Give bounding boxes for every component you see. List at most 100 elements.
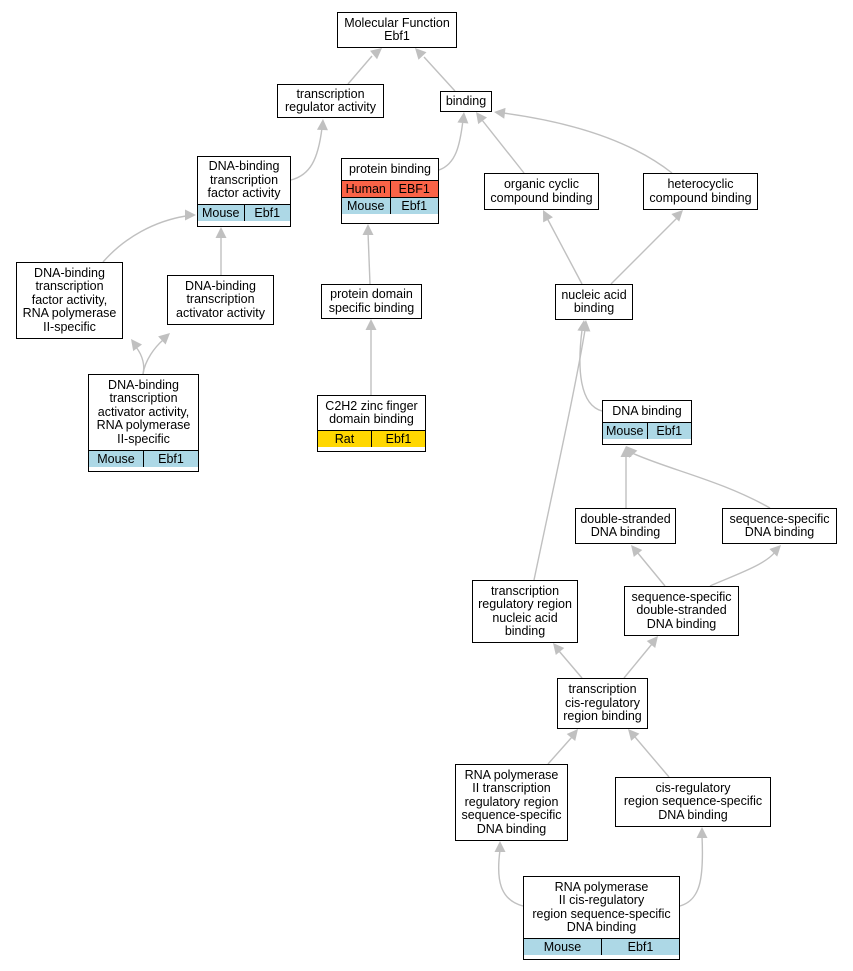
node-label: Molecular Function Ebf1: [344, 15, 450, 43]
node-dbtaa2[interactable]: DNA-binding transcription activator acti…: [88, 374, 199, 472]
node-label: DNA-binding transcription activator acti…: [96, 377, 191, 446]
edge-tra-mf: [347, 48, 382, 85]
arrowhead-icon: [696, 827, 708, 838]
arrowhead-icon: [185, 209, 196, 221]
edge-dnab-nab: [577, 320, 603, 412]
node-nab[interactable]: nucleic acid binding: [555, 284, 633, 320]
node-label: DNA-binding transcription activator acti…: [176, 278, 265, 320]
node-pdsb[interactable]: protein domain specific binding: [321, 284, 422, 319]
edge-nab-hcb: [610, 210, 683, 285]
node-label: DNA binding: [612, 403, 682, 418]
arrowhead-icon: [215, 227, 227, 238]
edge-trrnab-nab: [533, 320, 591, 581]
arrowhead-icon: [476, 112, 487, 125]
node-dbtaa[interactable]: DNA-binding transcription activator acti…: [167, 275, 274, 325]
node-ssdsdna[interactable]: sequence-specific double-stranded DNA bi…: [624, 586, 739, 636]
node-label: cis-regulatory region sequence-specific …: [623, 780, 763, 822]
species-cell: Rat: [334, 432, 355, 446]
edge-pdsb-pbind: [362, 224, 374, 285]
edge-rnapcrr-crrssdna: [679, 827, 708, 907]
node-label: transcription regulator activity: [284, 86, 376, 114]
node-rnapcrr[interactable]: RNA polymerase II cis-regulatory region …: [523, 876, 680, 960]
node-dsdna[interactable]: double-stranded DNA binding: [575, 508, 676, 544]
node-label: protein domain specific binding: [328, 287, 415, 315]
edge-dbtaa2-dbtfa2: [131, 339, 145, 375]
arrowhead-icon: [494, 107, 506, 119]
edge-nab-occb: [543, 210, 583, 285]
node-dbtfa2[interactable]: DNA-binding transcription factor activit…: [16, 262, 123, 339]
edge-hcb-bind: [494, 107, 673, 174]
node-label: heterocyclic compound binding: [649, 177, 752, 205]
node-label: protein binding: [348, 161, 431, 176]
edge-dbtfa-tra: [290, 119, 328, 181]
species-cell: Mouse: [97, 452, 135, 466]
arrowhead-icon: [553, 643, 565, 655]
node-hcb[interactable]: heterocyclic compound binding: [643, 173, 758, 210]
node-label: DNA-binding transcription factor activit…: [22, 265, 117, 334]
arrowhead-icon: [631, 545, 643, 557]
edge-crrssdna-tcrrb: [628, 729, 670, 778]
node-bind[interactable]: binding: [440, 91, 492, 112]
annotation-row: Mouse Ebf1: [342, 197, 438, 214]
arrowhead-icon: [316, 119, 328, 131]
node-occb[interactable]: organic cyclic compound binding: [484, 173, 599, 210]
species-cell: Human: [345, 182, 386, 196]
arrowhead-icon: [769, 545, 781, 557]
node-tra[interactable]: transcription regulator activity: [277, 84, 384, 118]
edge-pbind-bind: [438, 112, 469, 171]
edge-tcrrb-ssdsdna: [623, 636, 658, 679]
node-label: organic cyclic compound binding: [490, 177, 593, 205]
node-label: binding: [445, 93, 487, 108]
edge-tcrrb-trrnab: [553, 643, 583, 679]
gene-cell: Ebf1: [371, 431, 425, 447]
annotation-row: Mouse Ebf1: [89, 450, 198, 467]
arrowhead-icon: [566, 729, 578, 741]
gene-cell: EBF1: [389, 181, 439, 197]
species-cell: Mouse: [346, 199, 385, 213]
gene-cell: Ebf1: [143, 451, 198, 467]
edge-occb-bind: [476, 112, 525, 174]
edge-ssdsdna-ssdna: [709, 545, 781, 587]
arrowhead-icon: [415, 48, 427, 60]
node-label: C2H2 zinc finger domain binding: [325, 398, 418, 426]
node-label: transcription regulatory region nucleic …: [478, 583, 572, 638]
node-label: sequence-specific DNA binding: [729, 511, 830, 539]
species-cell: Mouse: [605, 424, 644, 438]
node-mf[interactable]: Molecular Function Ebf1: [337, 12, 457, 48]
node-label: DNA-binding transcription factor activit…: [207, 159, 281, 201]
node-ssdna[interactable]: sequence-specific DNA binding: [722, 508, 837, 544]
node-crrssdna[interactable]: cis-regulatory region sequence-specific …: [615, 777, 771, 827]
node-label: RNA polymerase II transcription regulato…: [461, 767, 562, 836]
node-label: transcription cis-regulatory region bind…: [563, 682, 642, 724]
edge-dbtaa-dbtfa: [215, 227, 227, 275]
edge-bind-mf: [415, 48, 456, 92]
arrowhead-icon: [671, 210, 683, 222]
arrowhead-icon: [646, 636, 658, 648]
gene-cell: Ebf1: [389, 198, 439, 214]
edge-dbtfa2-dbtfa: [102, 209, 196, 263]
arrowhead-icon: [370, 48, 382, 60]
node-tcrrb[interactable]: transcription cis-regulatory region bind…: [557, 678, 648, 729]
node-dbtfa[interactable]: DNA-binding transcription factor activit…: [197, 156, 291, 227]
node-trrnab[interactable]: transcription regulatory region nucleic …: [472, 580, 578, 643]
arrowhead-icon: [628, 729, 640, 741]
arrowhead-icon: [362, 224, 374, 235]
gene-cell: Ebf1: [243, 205, 291, 221]
edge-rnapcrr-rnapii: [494, 841, 524, 907]
arrowhead-icon: [543, 210, 553, 223]
species-cell: Mouse: [201, 206, 240, 220]
edge-ssdsdna-dsdna: [631, 545, 666, 587]
arrowhead-icon: [494, 841, 506, 852]
edge-c2h2-pdsb: [365, 319, 377, 395]
edge-dbtaa2-dbtaa: [142, 333, 170, 375]
node-rnapii[interactable]: RNA polymerase II transcription regulato…: [455, 764, 568, 841]
edge-rnapii-tcrrb: [547, 729, 578, 765]
arrowhead-icon: [131, 339, 142, 352]
